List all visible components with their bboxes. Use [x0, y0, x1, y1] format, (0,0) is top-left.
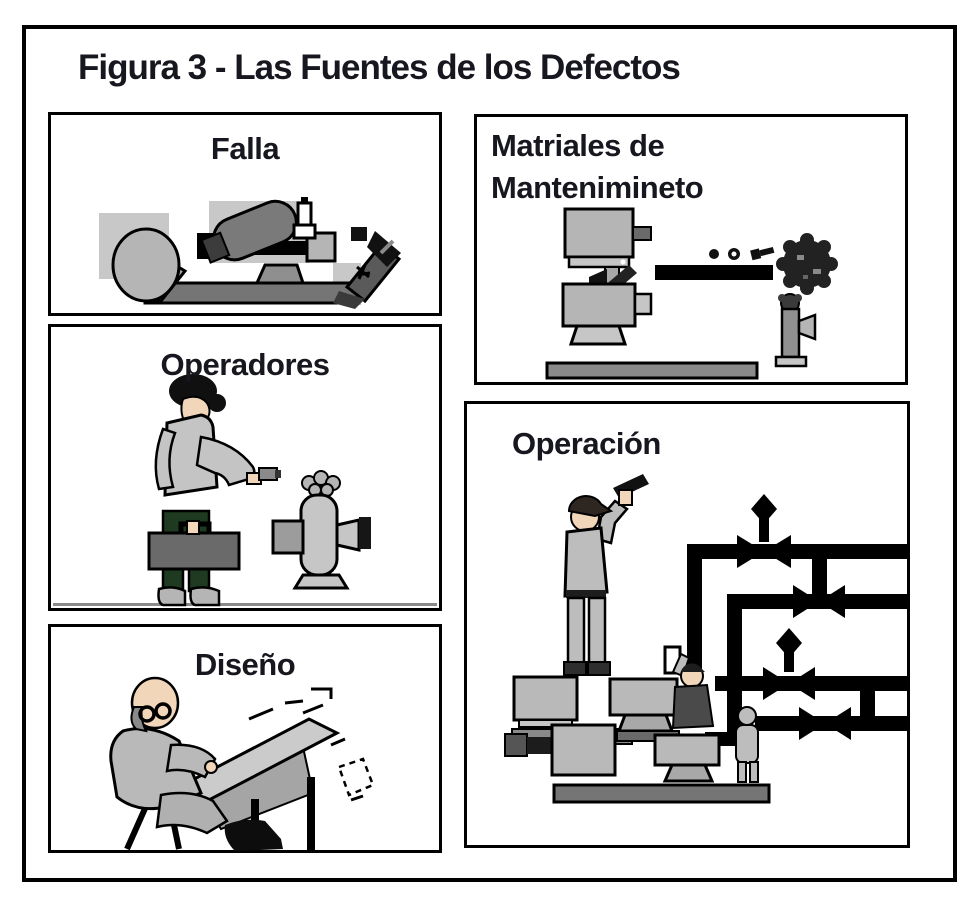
worker-figure	[147, 374, 281, 607]
panel-falla: Falla	[48, 112, 442, 316]
panel-diseno: Diseño	[48, 624, 442, 853]
materiales-label-line2: Mantenimineto	[491, 170, 704, 205]
diseno-illustration	[109, 676, 375, 851]
falla-label: Falla	[210, 131, 280, 166]
worker-with-card	[663, 645, 715, 730]
gear-blob	[776, 233, 838, 295]
materiales-illustration	[545, 207, 838, 380]
valve-piping	[687, 494, 907, 746]
figure-frame: Figura 3 - Las Fuentes de los Defectos F…	[22, 25, 957, 882]
panel-materiales: Matriales de Mantenimineto	[474, 114, 908, 385]
pump-machines	[504, 675, 771, 804]
falla-illustration	[99, 197, 402, 309]
operadores-illustration	[53, 374, 437, 607]
figure-title: Figura 3 - Las Fuentes de los Defectos	[78, 48, 681, 87]
valve-figure	[271, 470, 371, 590]
draftsman-figure	[109, 676, 283, 851]
operacion-label: Operación	[512, 426, 661, 461]
diseno-label: Diseño	[194, 647, 296, 682]
panel-operacion: Operación	[464, 401, 910, 848]
panel-operadores: Operadores	[48, 324, 442, 611]
operadores-label: Operadores	[160, 347, 330, 382]
small-bolt-icon	[750, 246, 775, 261]
materiales-label-line1: Matriales de	[491, 128, 665, 163]
operacion-illustration	[504, 474, 907, 804]
worker-at-pipes	[735, 706, 759, 783]
materiales-label: Matriales de Mantenimineto	[491, 125, 704, 209]
worker-raised-tool	[563, 474, 649, 676]
fallen-motor	[200, 199, 298, 264]
